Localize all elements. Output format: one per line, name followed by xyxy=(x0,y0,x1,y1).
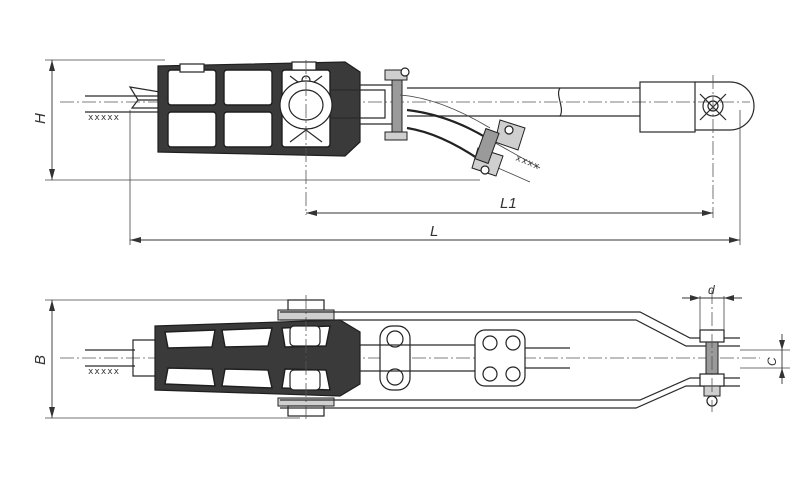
dimension-d: d xyxy=(682,283,742,330)
clamp-bolts-plan xyxy=(277,295,335,422)
dimension-C-label: C xyxy=(765,357,779,366)
tension-bar xyxy=(407,75,755,218)
wire-marks-right: xxxx xyxy=(514,154,542,173)
plan-view: B xxxxx xyxy=(32,283,790,422)
dimension-B-label: B xyxy=(32,355,49,365)
bolt-side xyxy=(384,67,410,141)
dimension-d-label: d xyxy=(708,283,715,297)
dimension-C: C xyxy=(740,334,790,384)
clamp-body-plan xyxy=(154,319,361,397)
dimension-H: H xyxy=(32,60,55,180)
dimension-L: L xyxy=(129,110,741,245)
side-view: H xxxxx xyxy=(32,59,755,245)
wire-marks-left: xxxxx xyxy=(88,113,120,123)
jumper-clamp-plan xyxy=(474,329,570,387)
wire-marks-bottom: xxxxx xyxy=(88,367,120,377)
dimension-L1: L1 xyxy=(306,195,713,216)
pivot-eye xyxy=(279,60,333,215)
conductor-wire-plan: xxxxx xyxy=(85,349,135,377)
dimension-B: B xyxy=(32,300,55,418)
dimension-L1-label: L1 xyxy=(500,195,517,212)
end-bolt-plan xyxy=(699,290,725,412)
dimension-H-label: H xyxy=(32,113,49,124)
dimension-L-label: L xyxy=(430,223,438,240)
conductor-wire-left: xxxxx xyxy=(85,95,160,123)
middle-link xyxy=(360,325,500,391)
jumper-clamp-bolts xyxy=(471,119,526,177)
